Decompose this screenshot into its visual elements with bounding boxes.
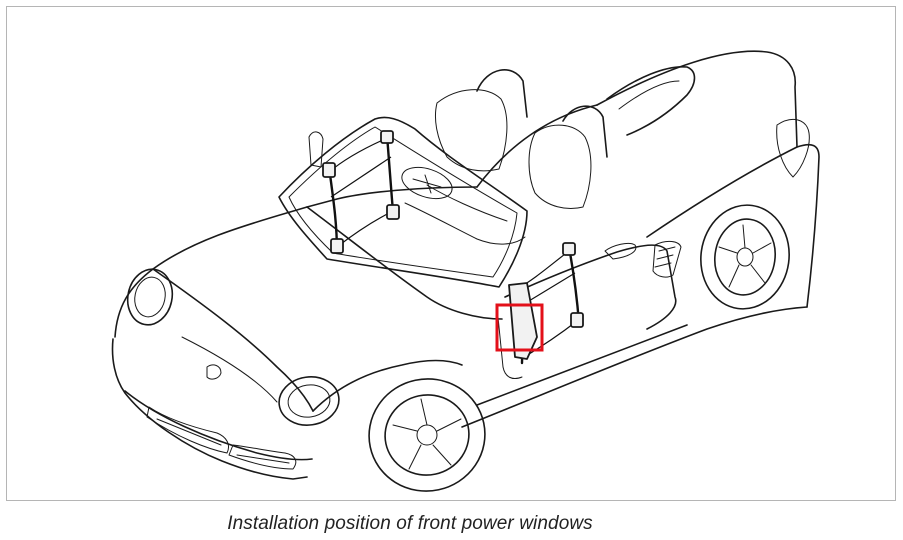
windshield <box>278 116 528 288</box>
front-wheel <box>368 378 486 492</box>
figure-frame <box>6 6 896 501</box>
car-body <box>111 50 820 480</box>
front-air-intakes <box>146 406 297 470</box>
car-line-drawing <box>111 50 820 492</box>
figure-caption: Installation position of front power win… <box>227 513 593 534</box>
interior <box>401 69 608 245</box>
headlamps <box>126 268 340 426</box>
highlight-box <box>495 303 544 352</box>
left-window-regulator <box>322 130 400 255</box>
right-window-regulator <box>508 242 584 365</box>
rear-wheel <box>700 204 790 310</box>
